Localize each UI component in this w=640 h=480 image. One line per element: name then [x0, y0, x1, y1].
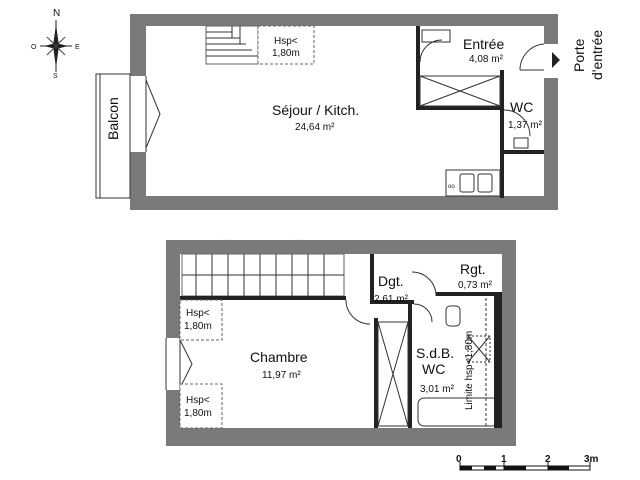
chambre-area: 11,97 m² [262, 370, 301, 381]
sdb-line2: WC [422, 361, 445, 377]
upper-wall-right-bottom [544, 78, 558, 210]
scale-3: 3m [584, 454, 599, 465]
dgt-name: Dgt. [378, 273, 404, 289]
balcony [95, 73, 131, 199]
upper-stairs [205, 25, 315, 65]
upper-wall-right-top [544, 14, 558, 44]
upper-hsp-line2: 1,80m [272, 48, 300, 59]
lower-wall-bottom [166, 428, 516, 446]
upper-hsp-line1: Hsp< [274, 36, 298, 47]
sejour-name: Séjour / Kitch. [272, 102, 359, 118]
rgt-area: 0,73 m² [458, 280, 493, 291]
compass-e: E [75, 44, 80, 51]
wc-name: WC [510, 99, 533, 115]
hsp-bottom-line2: 1,80m [184, 408, 212, 419]
entree-name: Entrée [463, 36, 504, 52]
bathtub [417, 397, 499, 427]
compass-s: S [53, 73, 58, 80]
scale-1: 1 [501, 454, 507, 465]
lower-wall-right [502, 240, 516, 446]
chambre-name: Chambre [250, 349, 308, 365]
svg-text:oo: oo [448, 184, 455, 190]
balcon-label: Balcon [105, 97, 121, 140]
hsp-top-line1: Hsp< [186, 308, 210, 319]
hsp-top-line2: 1,80m [184, 321, 212, 332]
limite-label: Limite hsp<1,80m [464, 331, 475, 410]
upper-wall-top [130, 14, 558, 26]
upper-floor: Balcon Hsp< 1,80m Entrée 4,08 [95, 14, 605, 210]
lower-floor: Hsp< 1,80m Hsp< 1,80m Dgt. 2,61 m² Rgt. … [165, 240, 516, 446]
porte-line1: Porte [571, 38, 587, 72]
scale-2: 2 [545, 454, 551, 465]
dgt-area: 2,61 m² [374, 294, 409, 305]
compass-n: N [53, 8, 60, 19]
entree-area: 4,08 m² [469, 54, 504, 65]
lower-stairs [181, 253, 345, 297]
wc-area: 1,37 m² [508, 120, 543, 131]
scale-bar: 0 1 2 3m [456, 454, 599, 471]
upper-wall-bottom [130, 196, 558, 210]
porte-line2: d'entrée [589, 30, 605, 80]
sejour-area: 24,64 m² [295, 122, 335, 133]
rgt-name: Rgt. [460, 261, 486, 277]
lower-wall-top [166, 240, 516, 254]
hsp-bottom-line1: Hsp< [186, 395, 210, 406]
sdb-area: 3,01 m² [420, 384, 455, 395]
compass-rose: N S E O [31, 8, 80, 80]
scale-0: 0 [456, 454, 462, 465]
compass-o: O [31, 44, 37, 51]
sdb-line1: S.d.B. [416, 345, 454, 361]
